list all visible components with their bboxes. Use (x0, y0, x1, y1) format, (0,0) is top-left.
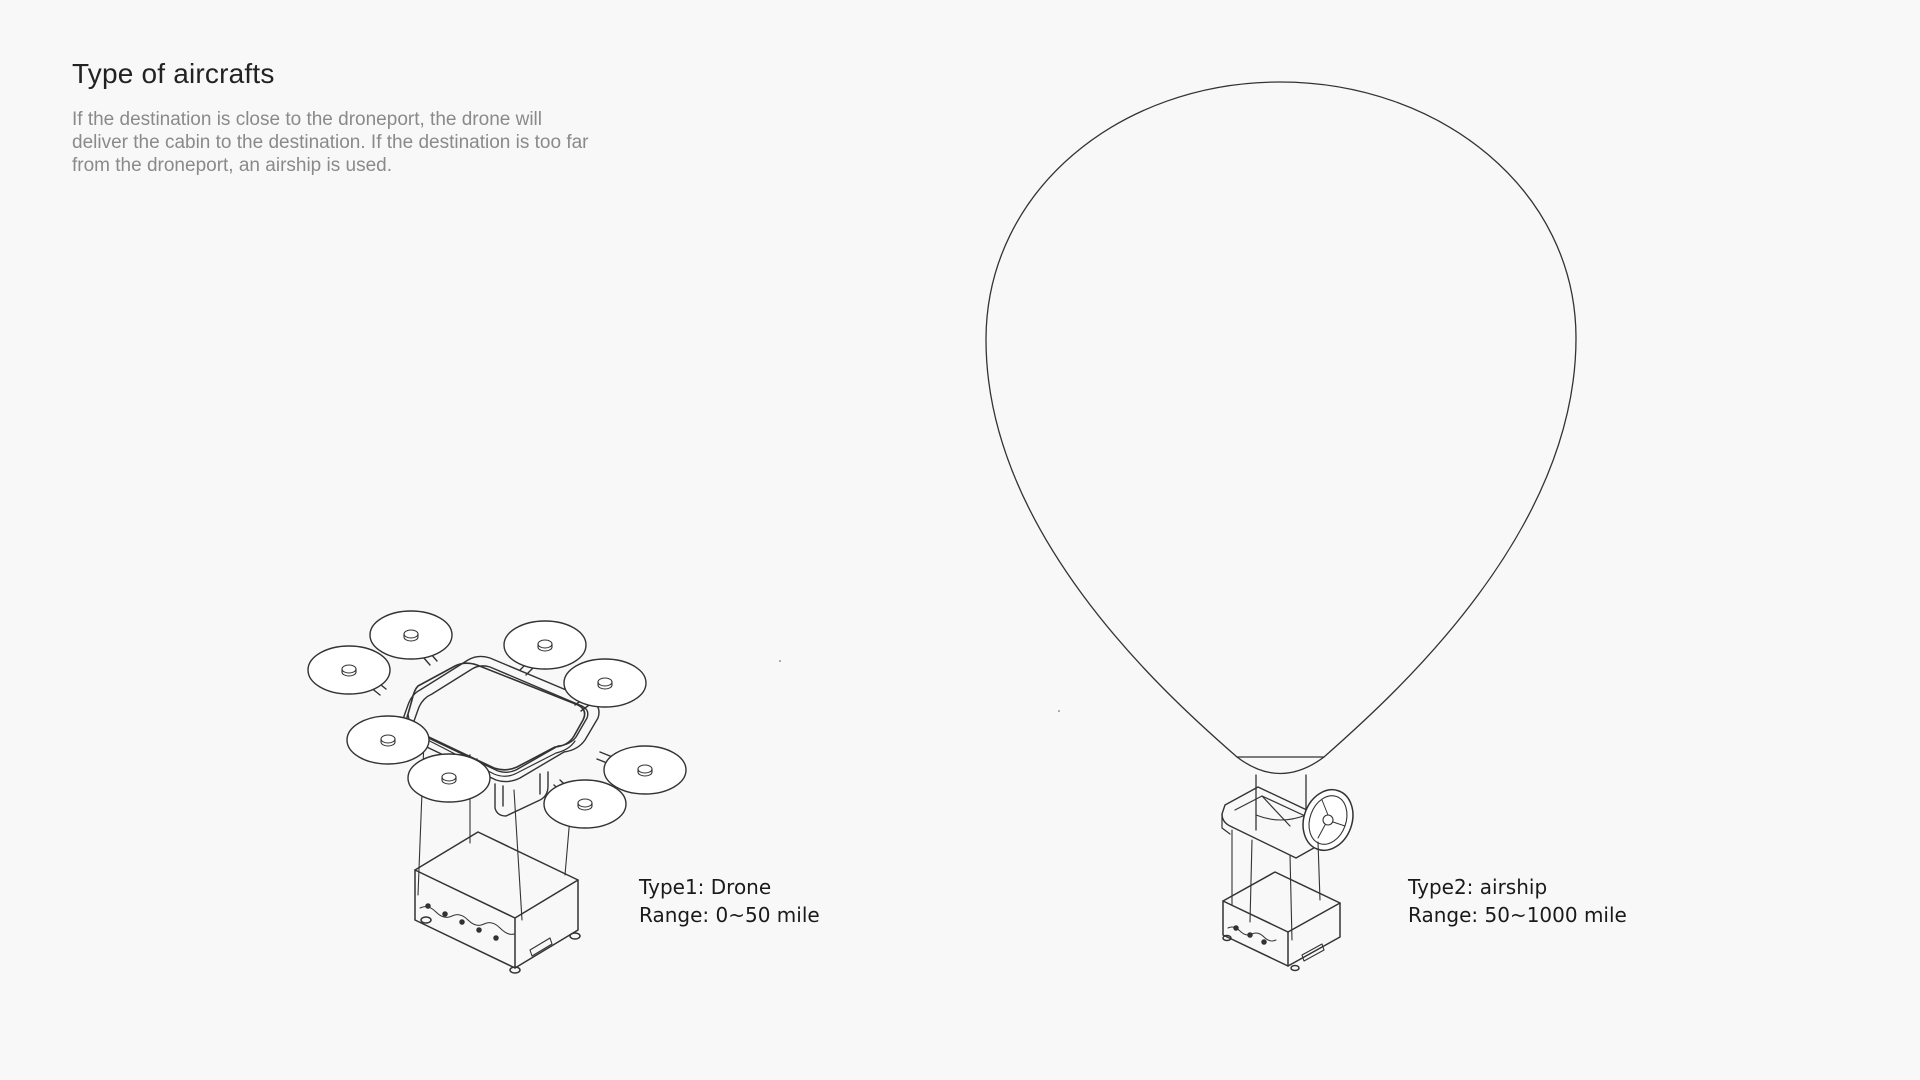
balloon-envelope (986, 82, 1576, 757)
speck-mark (779, 660, 781, 662)
drone-caption: Type1: Drone Range: 0~50 mile (639, 873, 820, 929)
airship-cables (1232, 830, 1320, 940)
page-description: If the destination is close to the drone… (72, 109, 589, 176)
drone-illustration (307, 610, 687, 973)
airship-caption: Type2: airship Range: 50~1000 mile (1408, 873, 1627, 929)
drone-rotors (307, 610, 687, 829)
page-title: Type of aircrafts (72, 58, 275, 89)
drone-cabin-roof (407, 663, 585, 770)
airship-illustration (986, 82, 1576, 971)
airship-cargo-box (1223, 872, 1340, 971)
airship-thruster (1295, 783, 1361, 858)
airship-range-label: Range: 50~1000 mile (1408, 903, 1627, 927)
drone-hanger (495, 772, 548, 816)
speck-mark (1058, 710, 1060, 712)
balloon-neck (1237, 757, 1324, 774)
drone-cargo-box (415, 832, 580, 973)
drone-range-label: Range: 0~50 mile (639, 903, 820, 927)
drone-type-label: Type1: Drone (639, 875, 772, 899)
airship-type-label: Type2: airship (1408, 875, 1548, 899)
